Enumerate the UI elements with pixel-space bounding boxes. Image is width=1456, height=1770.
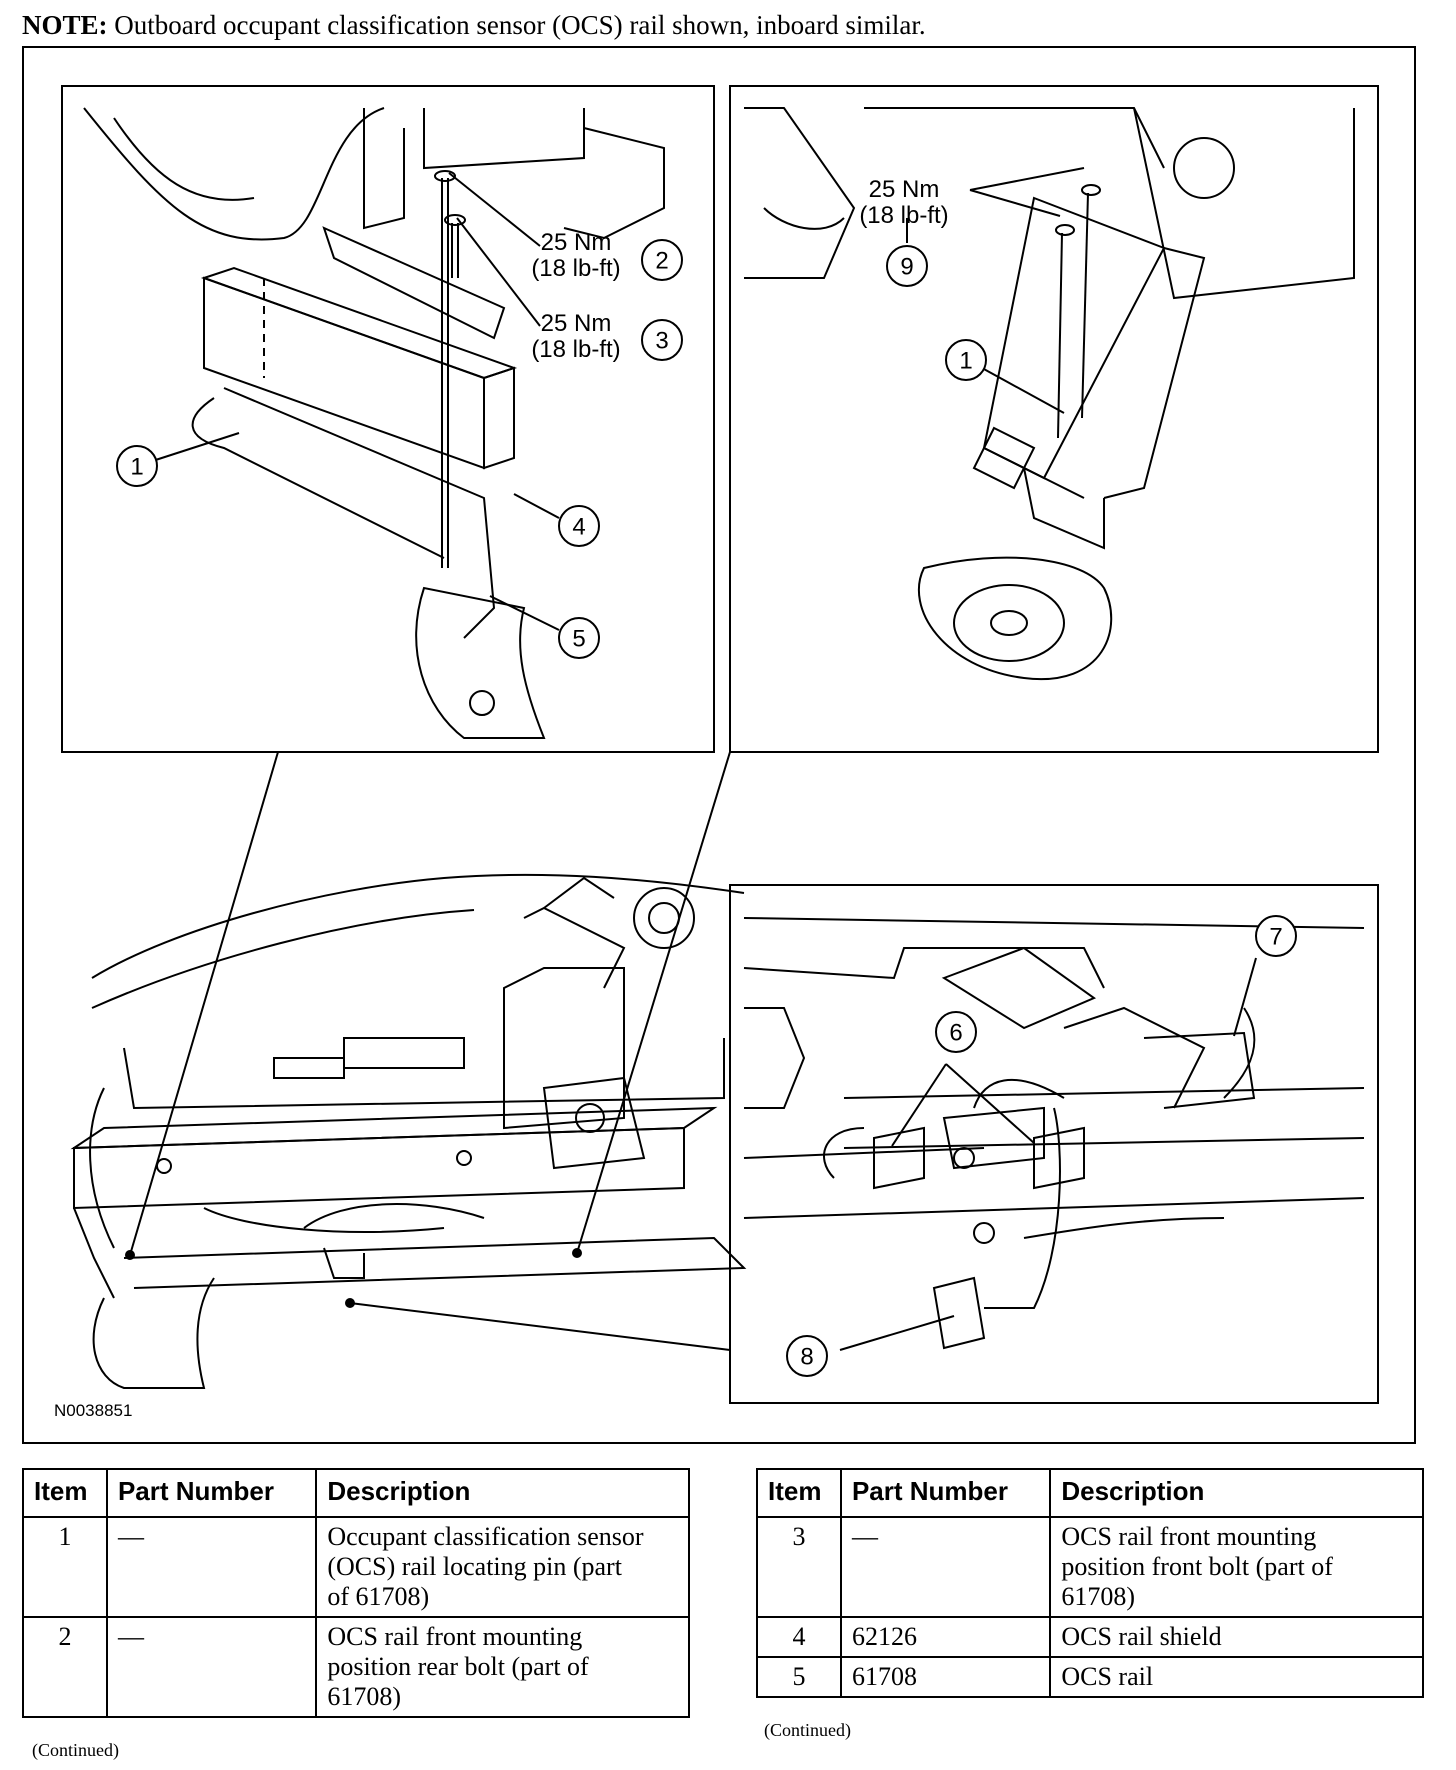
torque-3-nm: 25 Nm (541, 310, 612, 337)
callout-circle-2 (641, 239, 683, 281)
figure-id: N0038851 (54, 1401, 132, 1420)
table-row: 5 61708 OCS rail (756, 1656, 1424, 1698)
continued-left: (Continued) (32, 1740, 119, 1760)
table-row: 1 — Occupant classification sensor (OCS)… (22, 1516, 690, 1618)
description-cell: OCS rail (1049, 1656, 1424, 1698)
table-row: 4 62126 OCS rail shield (756, 1616, 1424, 1658)
description-line: position rear bolt (part of (327, 1652, 589, 1681)
description-cell: OCS rail front mounting position rear bo… (315, 1616, 690, 1718)
callout-circle-5 (558, 617, 600, 659)
description-line: Occupant classification sensor (327, 1522, 644, 1551)
item-cell: 2 (22, 1616, 108, 1718)
part-cell: 62126 (839, 1616, 1052, 1658)
table-row: 2 — OCS rail front mounting position rea… (22, 1616, 690, 1718)
description-line: position front bolt (part of (1061, 1552, 1333, 1581)
description-line: OCS rail front mounting (1061, 1522, 1317, 1551)
callout-circle-7 (1255, 915, 1297, 957)
callout-5: 5 (572, 626, 585, 653)
detail-panel-top-right (729, 85, 1379, 753)
detail-panel-top-left (61, 85, 715, 753)
part-cell: — (839, 1516, 1052, 1618)
description-line: 61708) (1061, 1582, 1136, 1611)
item-cell: 4 (756, 1616, 842, 1658)
description-cell: OCS rail front mounting position front b… (1049, 1516, 1424, 1618)
item-cell: 1 (22, 1516, 108, 1618)
note-text: Outboard occupant classification sensor … (114, 10, 926, 40)
seat-ocs-rail-illustration: 1 2 3 4 5 9 1 7 6 8 25 Nm (18 lb-ft) 25 … (54, 85, 1379, 1420)
callout-7: 7 (1269, 924, 1282, 951)
callout-4: 4 (572, 514, 585, 541)
torque-9-nm: 25 Nm (869, 176, 940, 203)
callout-2: 2 (655, 248, 668, 275)
table-row: 3 — OCS rail front mounting position fro… (756, 1516, 1424, 1618)
part-cell: 61708 (839, 1656, 1052, 1698)
callout-circle-9 (886, 245, 928, 287)
callout-8: 8 (800, 1344, 813, 1371)
header-description: Description (1049, 1468, 1424, 1518)
item-cell: 3 (756, 1516, 842, 1618)
callout-3: 3 (655, 328, 668, 355)
callout-circle-3 (641, 319, 683, 361)
part-cell: — (105, 1516, 318, 1618)
callout-1b: 1 (959, 348, 972, 375)
callout-circle-8 (786, 1335, 828, 1377)
header-item: Item (756, 1468, 842, 1518)
torque-2-lbft: (18 lb-ft) (531, 255, 620, 282)
header-description: Description (315, 1468, 690, 1518)
illustration-frame: 1 2 3 4 5 9 1 7 6 8 25 Nm (18 lb-ft) 25 … (22, 46, 1416, 1444)
header-item: Item (22, 1468, 108, 1518)
continued-right: (Continued) (764, 1720, 851, 1740)
callout-1: 1 (130, 454, 143, 481)
header-part-number: Part Number (839, 1468, 1052, 1518)
callout-circle-4 (558, 505, 600, 547)
callout-9: 9 (900, 254, 913, 281)
detail-panel-bottom-right (729, 884, 1379, 1404)
description-line: 61708) (327, 1682, 402, 1711)
description-cell: Occupant classification sensor (OCS) rai… (315, 1516, 690, 1618)
callout-circle-6 (935, 1011, 977, 1053)
item-cell: 5 (756, 1656, 842, 1698)
part-cell: — (105, 1616, 318, 1718)
callout-6: 6 (949, 1020, 962, 1047)
note-label: NOTE: (22, 10, 108, 40)
description-line: (OCS) rail locating pin (part (327, 1552, 622, 1581)
parts-table-left: Item Part Number Description 1 — Occupan… (22, 1468, 690, 1718)
description-line: of 61708) (327, 1582, 430, 1611)
note-line: NOTE: Outboard occupant classification s… (22, 10, 926, 40)
description-line: OCS rail front mounting (327, 1622, 583, 1651)
description-cell: OCS rail shield (1049, 1616, 1424, 1658)
parts-table-right: Item Part Number Description 3 — OCS rai… (756, 1468, 1424, 1698)
callout-circle-1 (116, 445, 158, 487)
callout-circle-1b (945, 339, 987, 381)
torque-2-nm: 25 Nm (541, 229, 612, 256)
torque-9-lbft: (18 lb-ft) (859, 202, 948, 229)
torque-3-lbft: (18 lb-ft) (531, 336, 620, 363)
header-part-number: Part Number (105, 1468, 318, 1518)
